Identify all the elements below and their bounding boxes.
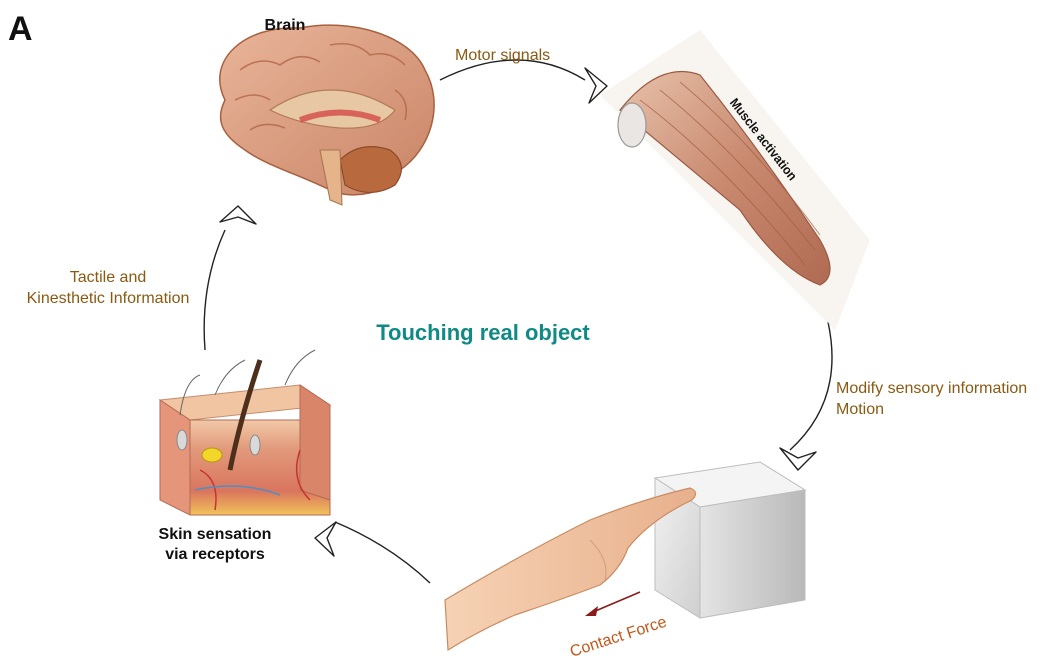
center-title: Touching real object [376,320,590,345]
arc-cube-to-skin [335,522,430,583]
contact-force-label: Contact Force [568,614,669,661]
chevron-up-icon [220,206,256,224]
chevron-left-icon [315,522,336,556]
chevron-down-icon [780,448,816,470]
skin-label-line2: via receptors [165,546,265,563]
tactile-label-line1: Tactile and [70,269,147,286]
arc-muscle-to-cube [790,322,832,450]
skin-label-line1: Skin sensation [159,526,272,543]
brain-illustration [220,25,434,205]
tactile-label-line2: Kinesthetic Information [27,290,190,307]
panel-label: A [8,10,33,48]
arc-skin-to-brain [204,230,225,350]
contact-force-arrowhead [585,606,598,616]
muscle-illustration [600,30,870,330]
cube-hand-illustration [445,462,805,650]
skin-illustration [160,350,330,515]
motion-label: Motion [836,401,884,418]
contact-force-arrow [593,592,640,612]
motor-signals-label: Motor signals [455,47,550,64]
brain-label: Brain [265,17,306,34]
modify-sensory-label: Modify sensory information [836,380,1027,397]
